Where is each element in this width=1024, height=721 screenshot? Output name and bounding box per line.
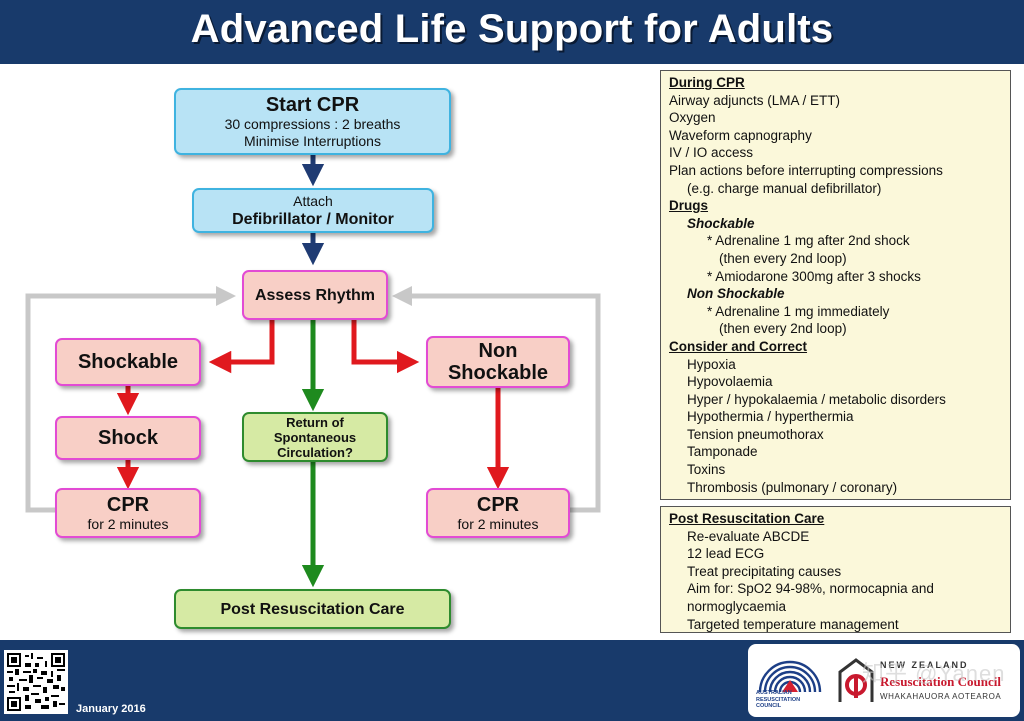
loop-line-right	[392, 286, 601, 513]
shockable-label: Shockable	[77, 351, 179, 373]
qr-code-icon[interactable]	[4, 650, 68, 714]
non-shockable-line2: Shockable	[447, 362, 549, 384]
footer-date: January 2016	[76, 703, 146, 715]
nz-council-name: Resuscitation Council	[880, 674, 1001, 689]
logo-panel: AUSTRALIAN RESUSCITATION COUNCIL NEW ZEA…	[748, 644, 1020, 717]
cpr-left-sub: for 2 minutes	[87, 515, 169, 532]
attach-label: Attach	[293, 192, 333, 209]
list-item: Tension pneumothorax	[687, 426, 824, 442]
list-item: Oxygen	[669, 110, 716, 126]
non-shockable-box: Non Shockable	[426, 336, 570, 388]
arc-line: RESUSCITATION	[756, 696, 801, 703]
list-item: Plan actions before interrupting compres…	[669, 162, 943, 178]
cpr-right-box: CPR for 2 minutes	[426, 488, 570, 538]
rosc-line3: Circulation?	[277, 444, 353, 460]
list-item: 12 lead ECG	[687, 546, 765, 562]
title-banner: Advanced Life Support for Adults	[0, 0, 1024, 64]
assess-rhythm-label: Assess Rhythm	[254, 286, 376, 304]
during-cpr-heading: During CPR	[669, 75, 745, 90]
page-title: Advanced Life Support for Adults	[190, 7, 834, 51]
start-cpr-line1: 30 compressions : 2 breaths	[224, 115, 401, 132]
list-item: Hypothermia / hyperthermia	[687, 409, 854, 425]
during-cpr-panel: During CPR Airway adjuncts (LMA / ETT) O…	[660, 70, 1011, 500]
list-item: Hyper / hypokalaemia / metabolic disorde…	[687, 391, 946, 407]
list-item: * Adrenaline 1 mg immediately	[707, 303, 890, 319]
list-item: normoglycaemia	[687, 598, 787, 614]
nz-council-top-line: NEW ZEALAND	[880, 660, 969, 670]
list-item: * Amiodarone 300mg after 3 shocks	[707, 268, 921, 284]
consider-heading: Consider and Correct	[669, 338, 808, 354]
list-item: Thrombosis (pulmonary / coronary)	[687, 479, 898, 495]
list-item: (then every 2nd loop)	[719, 250, 847, 266]
list-item: IV / IO access	[669, 145, 754, 161]
drugs-heading: Drugs	[669, 198, 709, 214]
drugs-non-shockable-label: Non Shockable	[687, 286, 785, 302]
arrow-assess-to-shockable	[208, 320, 275, 374]
attach-defibrillator-box: Attach Defibrillator / Monitor	[192, 188, 434, 233]
list-item: Hypovolaemia	[687, 374, 773, 390]
shock-label: Shock	[97, 427, 159, 449]
shockable-box: Shockable	[55, 338, 201, 386]
nzrc-logo-icon	[838, 658, 874, 702]
rosc-box: Return of Spontaneous Circulation?	[242, 412, 388, 462]
arc-line: AUSTRALIAN	[756, 690, 792, 696]
list-item: Hypoxia	[687, 356, 736, 372]
list-item: Tamponade	[687, 444, 758, 460]
cpr-right-title: CPR	[476, 493, 520, 516]
post-care-heading: Post Resuscitation Care	[669, 511, 825, 526]
list-item: (then every 2nd loop)	[719, 321, 847, 337]
list-item: * Adrenaline 1 mg after 2nd shock	[707, 233, 910, 249]
arc-logo-icon	[758, 660, 822, 693]
post-resuscitation-label: Post Resuscitation Care	[220, 600, 405, 618]
start-cpr-line2: Minimise Interruptions	[244, 132, 381, 149]
list-item: Targeted temperature management	[687, 616, 899, 632]
arrow-assess-to-nonshockable	[351, 320, 420, 374]
nz-council-subtitle: WHAKAHAUORA AOTEAROA	[880, 692, 1002, 701]
arc-line: COUNCIL	[756, 703, 782, 709]
list-item: Toxins	[687, 462, 726, 478]
rosc-line1: Return of	[286, 414, 344, 430]
defibrillator-label: Defibrillator / Monitor	[232, 210, 394, 228]
post-resuscitation-box: Post Resuscitation Care	[174, 589, 451, 629]
post-resuscitation-panel: Post Resuscitation Care Re-evaluate ABCD…	[660, 506, 1011, 633]
loop-line-left	[25, 286, 236, 513]
watermark: 知乎 @Yanen	[862, 661, 1006, 686]
non-shockable-line1: Non	[478, 340, 518, 362]
drugs-shockable-label: Shockable	[687, 215, 755, 231]
assess-rhythm-box: Assess Rhythm	[242, 270, 388, 320]
list-item: (e.g. charge manual defibrillator)	[687, 180, 882, 196]
start-cpr-box: Start CPR 30 compressions : 2 breaths Mi…	[174, 88, 451, 155]
arc-logo-text: AUSTRALIAN RESUSCITATION COUNCIL	[756, 690, 826, 710]
cpr-right-sub: for 2 minutes	[457, 515, 539, 532]
list-item: Treat precipitating causes	[687, 563, 842, 579]
list-item: Airway adjuncts (LMA / ETT)	[669, 92, 841, 108]
start-cpr-title: Start CPR	[265, 93, 360, 116]
cpr-left-box: CPR for 2 minutes	[55, 488, 201, 538]
rosc-line2: Spontaneous	[273, 429, 357, 445]
shock-box: Shock	[55, 416, 201, 460]
list-item: Waveform capnography	[669, 127, 812, 143]
list-item: Aim for: SpO2 94-98%, normocapnia and	[687, 581, 934, 597]
list-item: Re-evaluate ABCDE	[687, 528, 810, 544]
flow-arrows	[25, 155, 601, 588]
cpr-left-title: CPR	[106, 493, 150, 516]
